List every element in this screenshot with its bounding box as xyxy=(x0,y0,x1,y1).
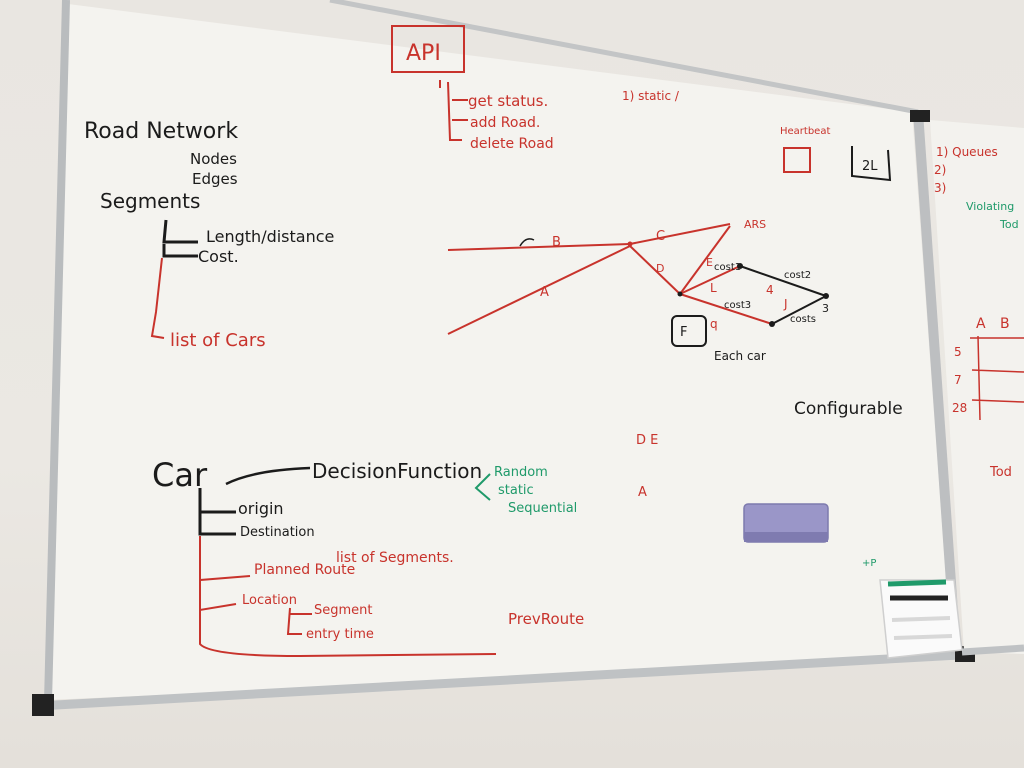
graph-diagram xyxy=(447,223,829,335)
box-2l-label: 2L xyxy=(862,159,878,174)
location-entry-time: entry time xyxy=(306,627,374,642)
board-frame-divider xyxy=(913,111,961,655)
graph-caption: Each car xyxy=(714,349,766,363)
right-line-4: Violating xyxy=(966,200,1014,213)
api-item-add-road: add Road. xyxy=(470,115,540,131)
right-line-2: 2) xyxy=(934,163,946,177)
edge-label-q: q xyxy=(710,317,718,331)
car-title: Car xyxy=(152,456,208,494)
api-note: 1) static / xyxy=(622,89,680,103)
segments-tree-lines xyxy=(162,219,198,258)
edge-label-l: L xyxy=(710,281,717,295)
decision-option-sequential: Sequential xyxy=(508,501,577,516)
location-segment: Segment xyxy=(314,603,373,618)
right-line-3: 3) xyxy=(934,181,946,195)
graph-box xyxy=(671,315,707,347)
edge-label-d: D xyxy=(656,262,664,275)
configurable-label: Configurable xyxy=(794,399,903,419)
car-planned-route: Planned Route xyxy=(254,562,355,578)
edge-label-b: B xyxy=(552,235,561,250)
car-planned-route-note: list of Segments. xyxy=(336,550,454,566)
whiteboard-right xyxy=(930,120,1024,654)
location-tree-lines xyxy=(286,607,312,635)
cost-label-2: cost2 xyxy=(784,270,811,281)
segments-length: Length/distance xyxy=(206,227,334,246)
edge-label-c: C xyxy=(656,229,665,244)
green-marker[interactable] xyxy=(887,579,947,587)
cost-label-1: cost1 xyxy=(714,262,741,273)
edge-label-4: 4 xyxy=(766,283,774,297)
segments-title: Segments xyxy=(100,189,200,213)
cost-label-s: costs xyxy=(790,314,816,325)
api-tree-lines xyxy=(439,80,468,141)
node-label-ars: ARS xyxy=(744,218,766,231)
segments-list-of-cars: list of Cars xyxy=(170,330,266,351)
road-network-nodes: Nodes xyxy=(190,150,237,168)
decision-option-static: static xyxy=(498,483,534,498)
node-end-label: 3 xyxy=(822,302,829,315)
right-row-5: 5 xyxy=(954,345,962,359)
car-origin: origin xyxy=(238,499,284,518)
car-decision-line xyxy=(225,466,311,486)
segments-list-line xyxy=(150,257,165,339)
api-item-get-status: get status. xyxy=(468,92,548,110)
marker-tray-label: +P xyxy=(862,558,876,569)
decision-brace xyxy=(474,473,491,501)
corner-bracket xyxy=(32,694,54,716)
cost-label-3: cost3 xyxy=(724,300,751,311)
right-line-5: Tod xyxy=(999,218,1019,231)
board-frame-left xyxy=(44,0,70,703)
car-destination: Destination xyxy=(240,525,315,540)
right-row-28: 28 xyxy=(952,401,967,415)
road-network-title: Road Network xyxy=(84,119,238,144)
api-item-delete-road: delete Road xyxy=(470,136,554,152)
decision-option-random: Random xyxy=(494,465,548,480)
board-frame-bottom xyxy=(37,650,961,711)
edge-label-a: A xyxy=(540,285,549,300)
car-prev-route: PrevRoute xyxy=(508,610,584,628)
road-network-edges: Edges xyxy=(192,170,238,188)
misc-red-a: A xyxy=(638,485,647,500)
right-col-b: B xyxy=(1000,316,1010,332)
heartbeat-box xyxy=(783,147,811,173)
segments-cost: Cost. xyxy=(198,247,239,266)
api-box xyxy=(391,25,465,73)
heartbeat-label: Heartbeat xyxy=(780,126,830,137)
misc-red-de: D E xyxy=(636,433,658,448)
graph-box-label: F xyxy=(680,325,687,340)
corner-bracket-top xyxy=(910,110,930,122)
edge-label-e: E xyxy=(706,256,713,269)
right-table-lines xyxy=(970,335,1024,421)
board-frame-top xyxy=(329,0,919,115)
right-bottom: Tod xyxy=(989,465,1012,480)
car-tree-red xyxy=(199,536,497,658)
car-decision-function: DecisionFunction xyxy=(312,459,482,483)
whiteboard-main xyxy=(48,4,952,700)
box-2l-frame xyxy=(851,146,892,182)
car-tree-black xyxy=(198,488,236,536)
edge-label-j: J xyxy=(783,297,788,311)
right-line-1: 1) Queues xyxy=(936,145,998,159)
right-col-a: A xyxy=(976,316,986,332)
api-title: API xyxy=(406,41,441,66)
car-location: Location xyxy=(242,593,297,608)
right-row-7: 7 xyxy=(954,373,962,387)
